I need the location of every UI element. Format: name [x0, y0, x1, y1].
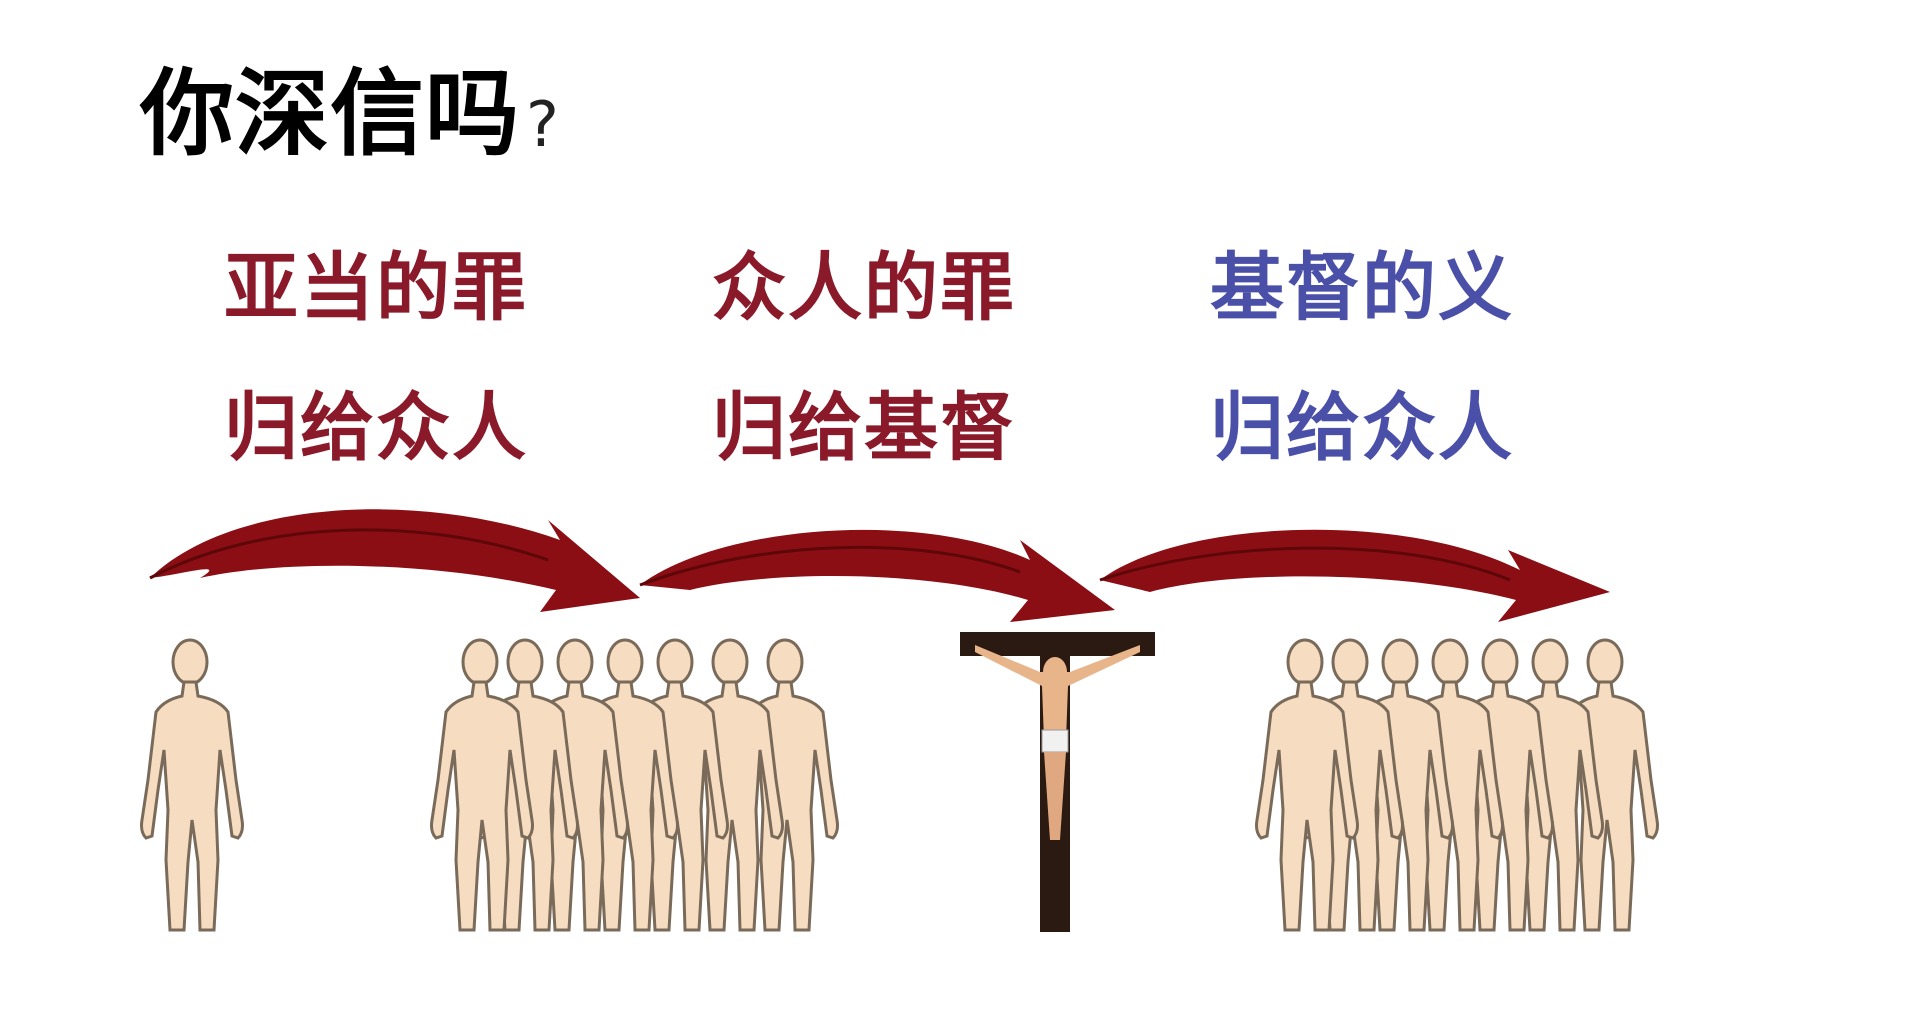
arrow-christ-to-all — [1099, 529, 1610, 622]
caption-christ-line1: 基督的义 — [1210, 245, 1514, 331]
arrow-adam-to-all — [149, 509, 640, 612]
caption-adam-line2: 归给众人 — [224, 385, 528, 471]
crowd-left — [430, 638, 839, 932]
caption-adam-sin: 亚当的罪 归给众人 — [224, 218, 528, 498]
caption-adam-line1: 亚当的罪 — [224, 245, 528, 331]
adam-figure — [140, 638, 244, 932]
caption-christ-line2: 归给众人 — [1210, 385, 1514, 471]
title-question-mark: ? — [526, 88, 559, 161]
arrow-all-to-christ — [639, 529, 1115, 622]
crucifix-icon — [960, 632, 1155, 932]
caption-all-sin: 众人的罪 归给基督 — [712, 218, 1016, 498]
caption-christ-righteousness: 基督的义 归给众人 — [1210, 218, 1514, 498]
crowd-right — [1255, 638, 1659, 932]
caption-all-line1: 众人的罪 — [712, 245, 1016, 331]
page-title: 你深信吗 ? — [140, 38, 559, 169]
caption-all-line2: 归给基督 — [712, 385, 1016, 471]
title-text: 你深信吗 — [140, 60, 521, 169]
